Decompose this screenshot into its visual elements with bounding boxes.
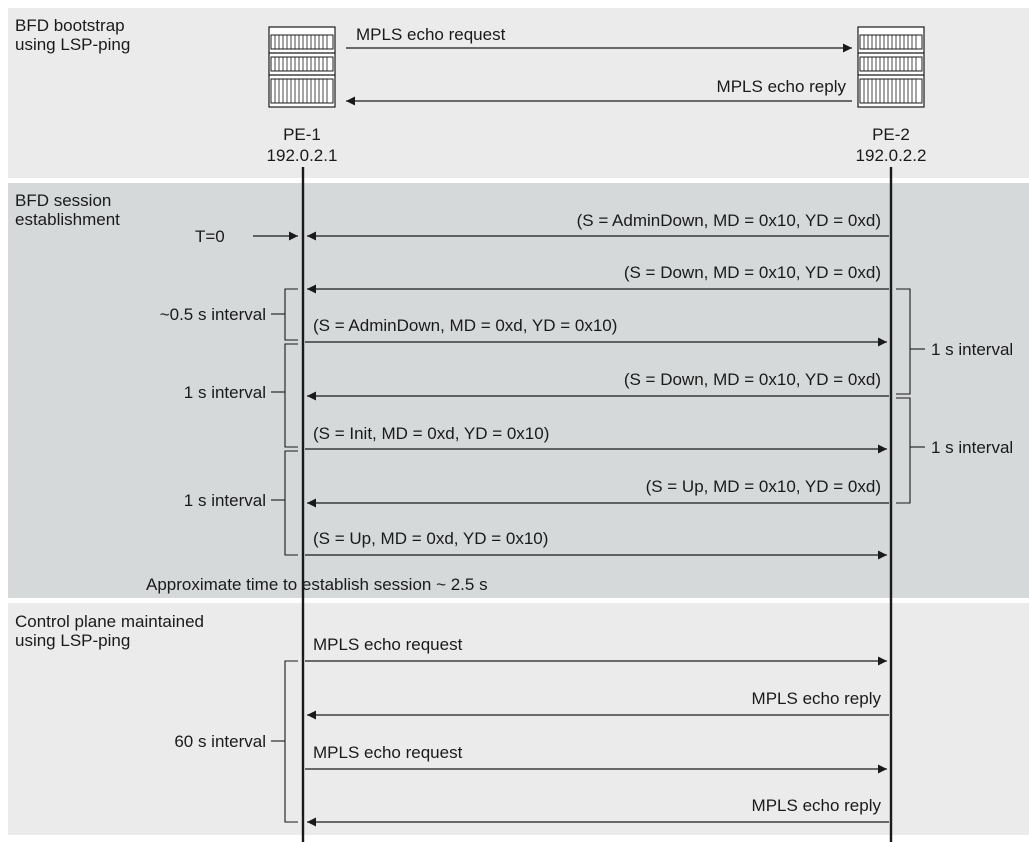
- maint-reply-1-label: MPLS echo reply: [752, 689, 882, 708]
- maint-request-1-label: MPLS echo request: [313, 635, 463, 654]
- section-label-maintenance: Control plane maintained using LSP-ping: [15, 612, 209, 650]
- right-interval-bracket-1: [896, 288, 911, 395]
- left-interval-label-3: 1 s interval: [184, 491, 266, 510]
- left-interval-bracket-2: [284, 343, 298, 448]
- bfd-msg-3-label: (S = AdminDown, MD = 0xd, YD = 0x10): [313, 316, 617, 335]
- bfd-msg-7-label: (S = Up, MD = 0xd, YD = 0x10): [313, 529, 548, 548]
- section-label-bootstrap: BFD bootstrap using LSP-ping: [15, 16, 130, 54]
- maint-request-2-label: MPLS echo request: [313, 743, 463, 762]
- bfd-msg-2-label: (S = Down, MD = 0x10, YD = 0xd): [624, 263, 881, 282]
- bootstrap-request-label: MPLS echo request: [356, 25, 506, 44]
- bootstrap-reply-label: MPLS echo reply: [717, 77, 847, 96]
- left-interval-bracket-3: [284, 450, 298, 556]
- pe1-name: PE-1: [283, 125, 321, 144]
- pe1-ip: 192.0.2.1: [267, 146, 338, 165]
- right-interval-label-1: 1 s interval: [931, 340, 1013, 359]
- left-interval-label-2: 1 s interval: [184, 383, 266, 402]
- section-label-establishment: BFD session establishment: [15, 191, 120, 229]
- bfd-msg-1-label: (S = AdminDown, MD = 0x10, YD = 0xd): [577, 211, 881, 230]
- t0-label: T=0: [195, 227, 225, 246]
- pe2-name: PE-2: [872, 125, 910, 144]
- router-icon: [268, 26, 336, 108]
- section-band-establishment: [8, 183, 1029, 598]
- right-interval-bracket-2: [896, 397, 911, 504]
- maint-reply-2-label: MPLS echo reply: [752, 796, 882, 815]
- right-interval-label-2: 1 s interval: [931, 438, 1013, 457]
- bfd-msg-5-label: (S = Init, MD = 0xd, YD = 0x10): [313, 424, 549, 443]
- bfd-msg-6-label: (S = Up, MD = 0x10, YD = 0xd): [646, 477, 881, 496]
- establish-time-note: Approximate time to establish session ~ …: [146, 575, 488, 594]
- left-interval-label-1: ~0.5 s interval: [160, 305, 266, 324]
- bfd-msg-4-label: (S = Down, MD = 0x10, YD = 0xd): [624, 370, 881, 389]
- pe2-ip: 192.0.2.2: [856, 146, 927, 165]
- router-icon: [857, 26, 925, 108]
- maint-interval-label: 60 s interval: [174, 732, 266, 751]
- section-band-maintenance: [8, 603, 1029, 835]
